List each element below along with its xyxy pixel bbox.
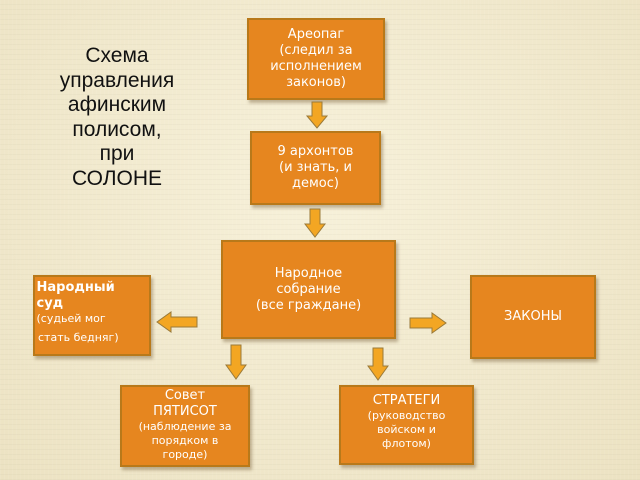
assembly-box: Народное собрание (все граждане) bbox=[221, 240, 396, 339]
title-line: полисом, bbox=[72, 117, 162, 141]
arrow-archons-to-assembly bbox=[303, 208, 327, 238]
arrow-assembly-to-council bbox=[225, 344, 247, 380]
archons-line: демос) bbox=[292, 176, 339, 191]
council-note-line: порядком в bbox=[151, 434, 219, 447]
archons-line: (и знать, и bbox=[279, 160, 352, 175]
areopag-line: Ареопаг bbox=[287, 27, 345, 42]
council-note-line: (наблюдение за bbox=[138, 420, 232, 433]
assembly-line: собрание bbox=[276, 281, 341, 297]
arrow-assembly-to-court bbox=[156, 311, 198, 333]
archons-line: 9 архонтов bbox=[277, 144, 354, 159]
council-box: Совет ПЯТИСОТ (наблюдение за порядком в … bbox=[120, 385, 250, 467]
council-note-line: городе) bbox=[162, 448, 208, 461]
areopag-line: (следил за bbox=[279, 43, 353, 58]
areopag-line: исполнением bbox=[270, 59, 362, 74]
court-box: Народный суд (судьей мог стать бедняг) bbox=[33, 275, 151, 356]
council-title-line: ПЯТИСОТ bbox=[153, 404, 217, 419]
council-title-line: Совет bbox=[164, 388, 206, 403]
strategoi-note-line: (руководство bbox=[367, 409, 446, 422]
title-line: афинским bbox=[67, 93, 167, 116]
archons-box: 9 архонтов (и знать, и демос) bbox=[250, 131, 381, 205]
strategoi-note-line: войском и bbox=[377, 423, 436, 436]
title-line: управления bbox=[59, 68, 175, 92]
strategoi-note-line: флотом) bbox=[382, 437, 431, 450]
title-line: СОЛОНЕ bbox=[71, 166, 163, 190]
court-note-line: (судьей мог bbox=[36, 312, 106, 325]
title-line: при bbox=[99, 142, 135, 165]
areopag-line: законов) bbox=[286, 75, 346, 90]
arrow-assembly-to-laws bbox=[409, 312, 447, 334]
court-title-line: Народный bbox=[36, 280, 115, 295]
laws-line: ЗАКОНЫ bbox=[504, 309, 562, 324]
assembly-line: Народное bbox=[274, 265, 343, 281]
court-note-line: стать бедняг) bbox=[38, 331, 119, 344]
strategoi-box: СТРАТЕГИ (руководство войском и флотом) bbox=[339, 385, 474, 465]
arrow-assembly-to-strategoi bbox=[367, 347, 389, 381]
assembly-line: (все граждане) bbox=[255, 297, 362, 313]
laws-box: ЗАКОНЫ bbox=[470, 275, 596, 359]
diagram-title: Схема управления афинским полисом, при С… bbox=[22, 44, 212, 191]
areopag-box: Ареопаг (следил за исполнением законов) bbox=[247, 18, 385, 100]
title-line: Схема bbox=[85, 44, 149, 67]
court-title-line: суд bbox=[36, 296, 64, 311]
strategoi-title-line: СТРАТЕГИ bbox=[372, 393, 441, 408]
arrow-areopag-to-archons bbox=[305, 101, 329, 129]
